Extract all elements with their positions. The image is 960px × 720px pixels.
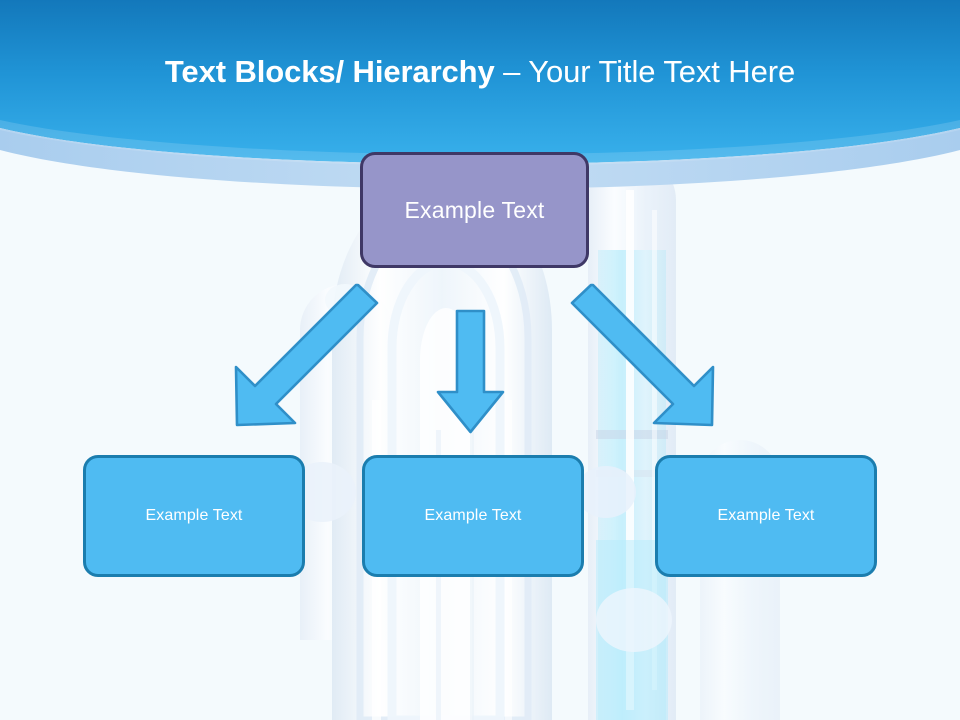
hierarchy-parent-node[interactable]: Example Text [360, 152, 589, 268]
slide-title-bold-part: Text Blocks/ Hierarchy [164, 54, 504, 89]
slide-title-separator: – [503, 54, 529, 89]
hierarchy-child-node-2[interactable]: Example Text [362, 455, 584, 577]
hierarchy-child-label-2: Example Text [424, 507, 522, 524]
hierarchy-parent-label: Example Text [404, 196, 545, 223]
hierarchy-child-node-1[interactable]: Example Text [83, 455, 305, 577]
slide-title: Text Blocks/ Hierarchy – Your Title Text… [0, 51, 960, 93]
hierarchy-child-label-3: Example Text [717, 507, 815, 524]
hierarchy-child-label-1: Example Text [145, 507, 243, 524]
slide-title-regular-part: Your Title Text Here [528, 54, 796, 89]
hierarchy-child-node-3[interactable]: Example Text [655, 455, 877, 577]
